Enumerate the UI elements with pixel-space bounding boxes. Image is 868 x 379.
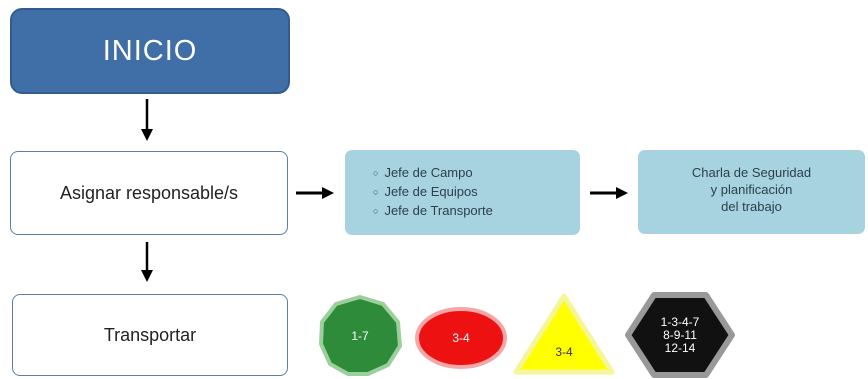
- assign-responsible-label: Asignar responsable/s: [59, 182, 239, 203]
- hexagon-line: 8-9-11: [663, 327, 697, 342]
- yellow-triangle-label: 3-4: [555, 345, 573, 359]
- green-circle-icon: [318, 294, 403, 376]
- arrow-right-icon: [590, 187, 628, 199]
- roles-list: Jefe de Campo Jefe de Equipos Jefe de Tr…: [373, 164, 493, 221]
- arrow-down-icon: [141, 99, 153, 141]
- red-oval-icon: [415, 307, 507, 369]
- yellow-triangle-icon: [513, 293, 615, 375]
- safety-talk-box: Charla de Seguridad y planificación del …: [638, 150, 865, 234]
- black-hexagon-label: 1-3-4-7 8-9-11 12-14: [624, 292, 736, 378]
- roles-box: Jefe de Campo Jefe de Equipos Jefe de Tr…: [345, 150, 580, 235]
- safety-talk-line: y planificación: [710, 181, 793, 197]
- assign-responsible-node: Asignar responsable/s: [10, 151, 288, 235]
- transport-label: Transportar: [103, 324, 197, 345]
- hexagon-line: 1-3-4-7: [660, 314, 700, 329]
- start-node: INICIO: [10, 8, 290, 94]
- arrow-right-icon: [296, 187, 334, 199]
- red-oval-label: 3-4: [452, 331, 470, 345]
- green-circle-label: 1-7: [351, 329, 369, 343]
- role-item: Jefe de Equipos: [373, 183, 493, 202]
- hexagon-line: 12-14: [664, 340, 696, 355]
- role-item: Jefe de Transporte: [373, 202, 492, 221]
- start-label: INICIO: [102, 34, 198, 67]
- safety-talk-line: Charla de Seguridad: [691, 164, 812, 180]
- black-hexagon-icon: [625, 292, 735, 378]
- arrow-down-icon: [141, 242, 153, 282]
- role-item: Jefe de Campo: [373, 164, 493, 183]
- safety-talk-line: del trabajo: [721, 198, 782, 214]
- transport-node: Transportar: [12, 294, 288, 376]
